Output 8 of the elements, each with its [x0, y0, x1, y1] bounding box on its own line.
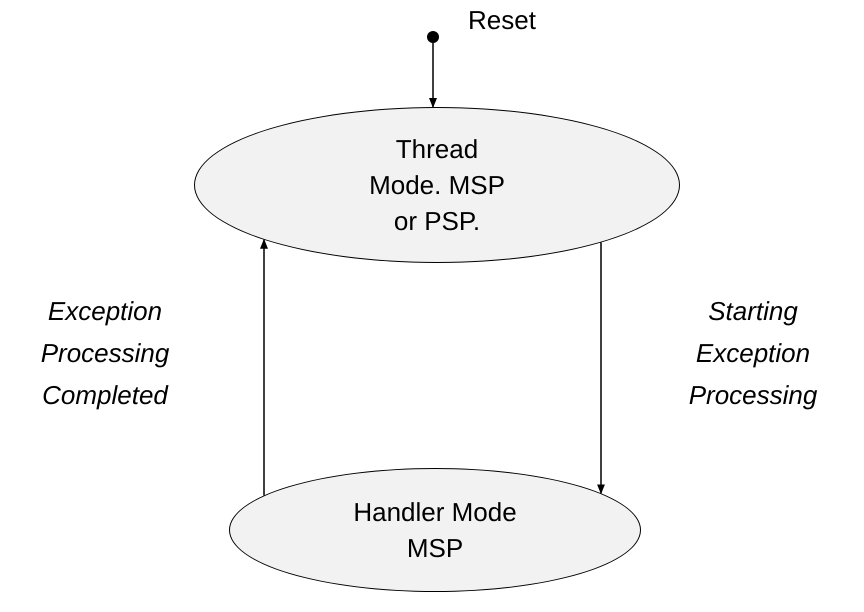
arrow: [429, 43, 437, 108]
reset-label: Reset: [468, 4, 536, 37]
edge-label: Starting Exception Processing: [688, 295, 818, 412]
edge-label: Exception Processing Completed: [40, 295, 170, 412]
state-label: Thread Mode. MSP or PSP.: [368, 133, 506, 238]
arrow: [260, 238, 268, 496]
arrow: [597, 242, 605, 494]
state-label: Handler Mode MSP: [352, 496, 518, 565]
